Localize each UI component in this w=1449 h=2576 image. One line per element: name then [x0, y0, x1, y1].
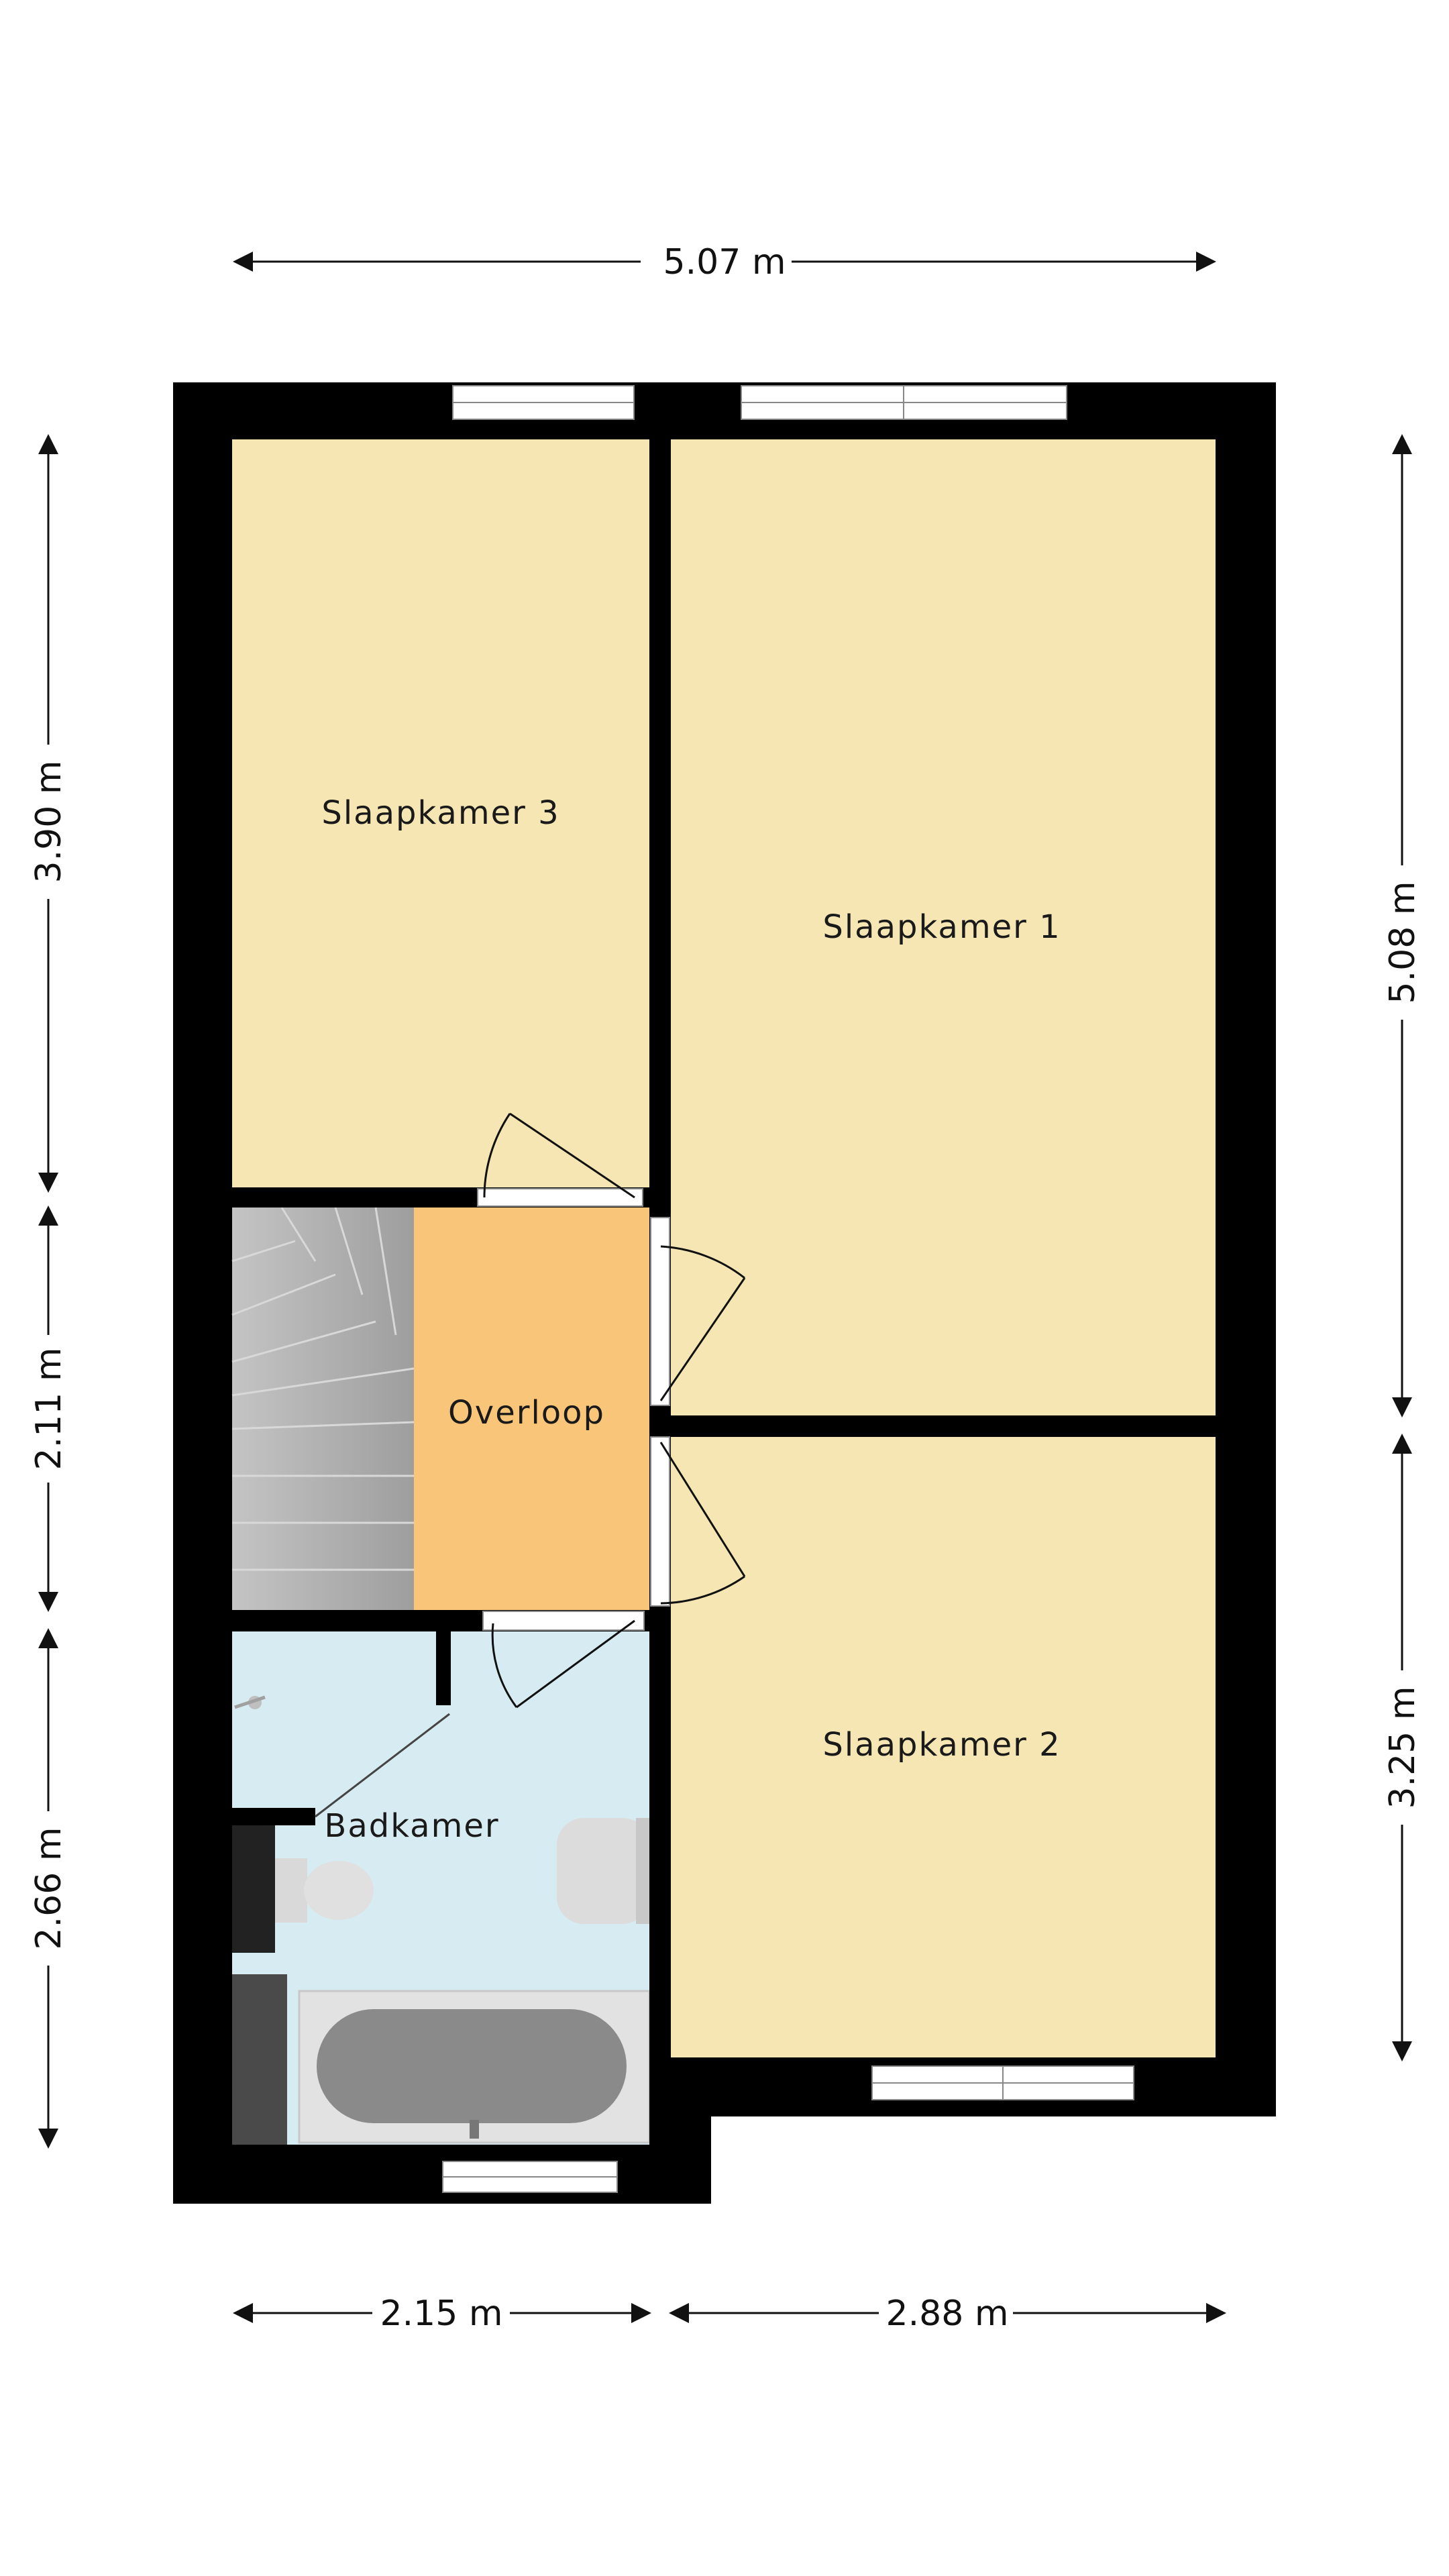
interior-walls — [232, 382, 1216, 2145]
staircase — [231, 1207, 415, 1610]
dim-left-top: 3.90 m — [29, 761, 69, 883]
label-badkamer: Badkamer — [324, 1807, 499, 1845]
bathroom-ledge — [232, 1808, 315, 1825]
bathroom-stub-wall — [436, 1631, 451, 1705]
sink — [557, 1818, 649, 1924]
dim-left-middle: 2.11 m — [29, 1348, 69, 1470]
toilet — [275, 1858, 374, 1923]
windows — [442, 385, 1134, 2193]
dim-right-top: 5.08 m — [1383, 881, 1423, 1004]
label-overloop: Overloop — [448, 1394, 605, 1432]
room-overloop — [414, 1208, 649, 1610]
label-slaapkamer-2: Slaapkamer 2 — [822, 1726, 1061, 1764]
dim-left-bottom: 2.66 m — [29, 1827, 69, 1950]
door-swings — [483, 1112, 746, 1709]
bathtub — [298, 1990, 651, 2144]
door-openings — [477, 1188, 670, 1631]
shower-head — [234, 1695, 266, 1709]
dim-bottom-left: 2.15 m — [380, 2294, 503, 2334]
bathroom-cabinet — [232, 1825, 275, 1953]
shower-screen — [315, 1713, 450, 1818]
bathroom-storage — [232, 1974, 287, 2145]
dim-right-bottom: 3.25 m — [1383, 1686, 1423, 1809]
label-slaapkamer-3: Slaapkamer 3 — [321, 794, 559, 832]
label-slaapkamer-1: Slaapkamer 1 — [822, 908, 1061, 946]
room-slaapkamer-1 — [671, 439, 1216, 1415]
dim-top-width: 5.07 m — [663, 242, 786, 282]
dim-bottom-right: 2.88 m — [886, 2294, 1009, 2334]
dimension-lines — [38, 252, 1412, 2323]
room-slaapkamer-3 — [232, 439, 649, 1187]
room-slaapkamer-2 — [671, 1437, 1216, 2057]
